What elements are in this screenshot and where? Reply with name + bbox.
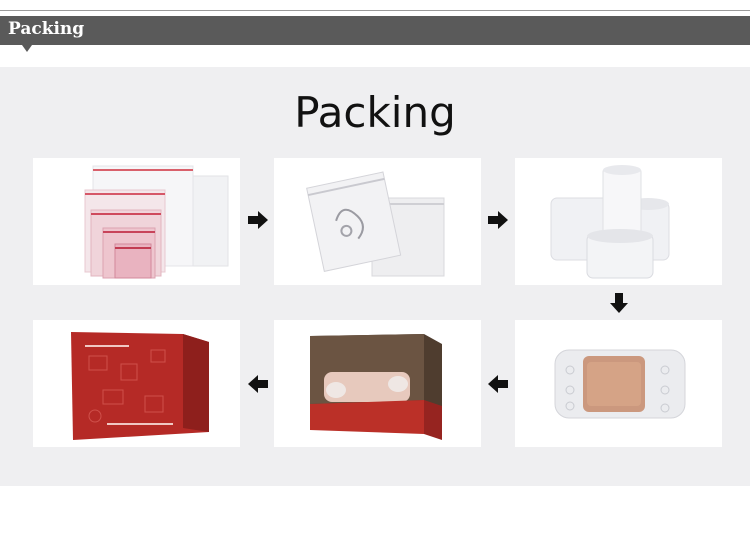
step-bubble-wrap-rolls [515, 158, 722, 285]
arrow-down-icon [610, 293, 628, 313]
header-notch [22, 45, 32, 52]
arrow-left-icon [488, 375, 508, 393]
step-open-box [274, 320, 481, 447]
wrapped-item-icon [554, 349, 686, 419]
arrow-right-icon [488, 211, 508, 229]
zip-bags-icon [84, 165, 229, 279]
page-title: Packing [294, 88, 456, 137]
section-header-label: Packing [8, 19, 85, 39]
top-divider [0, 10, 750, 11]
sealed-bag-icon [306, 171, 445, 277]
step-sealed-bag [274, 158, 481, 285]
arrow-left-icon [248, 375, 268, 393]
step-wrapped-item [515, 320, 722, 447]
section-header: Packing [0, 16, 750, 52]
arrow-right-icon [248, 211, 268, 229]
open-box-icon [310, 334, 442, 440]
step-zip-bags [33, 158, 240, 285]
bubble-wrap-rolls-icon [550, 165, 670, 279]
step-sealed-box [33, 320, 240, 447]
sealed-box-icon [71, 332, 209, 440]
